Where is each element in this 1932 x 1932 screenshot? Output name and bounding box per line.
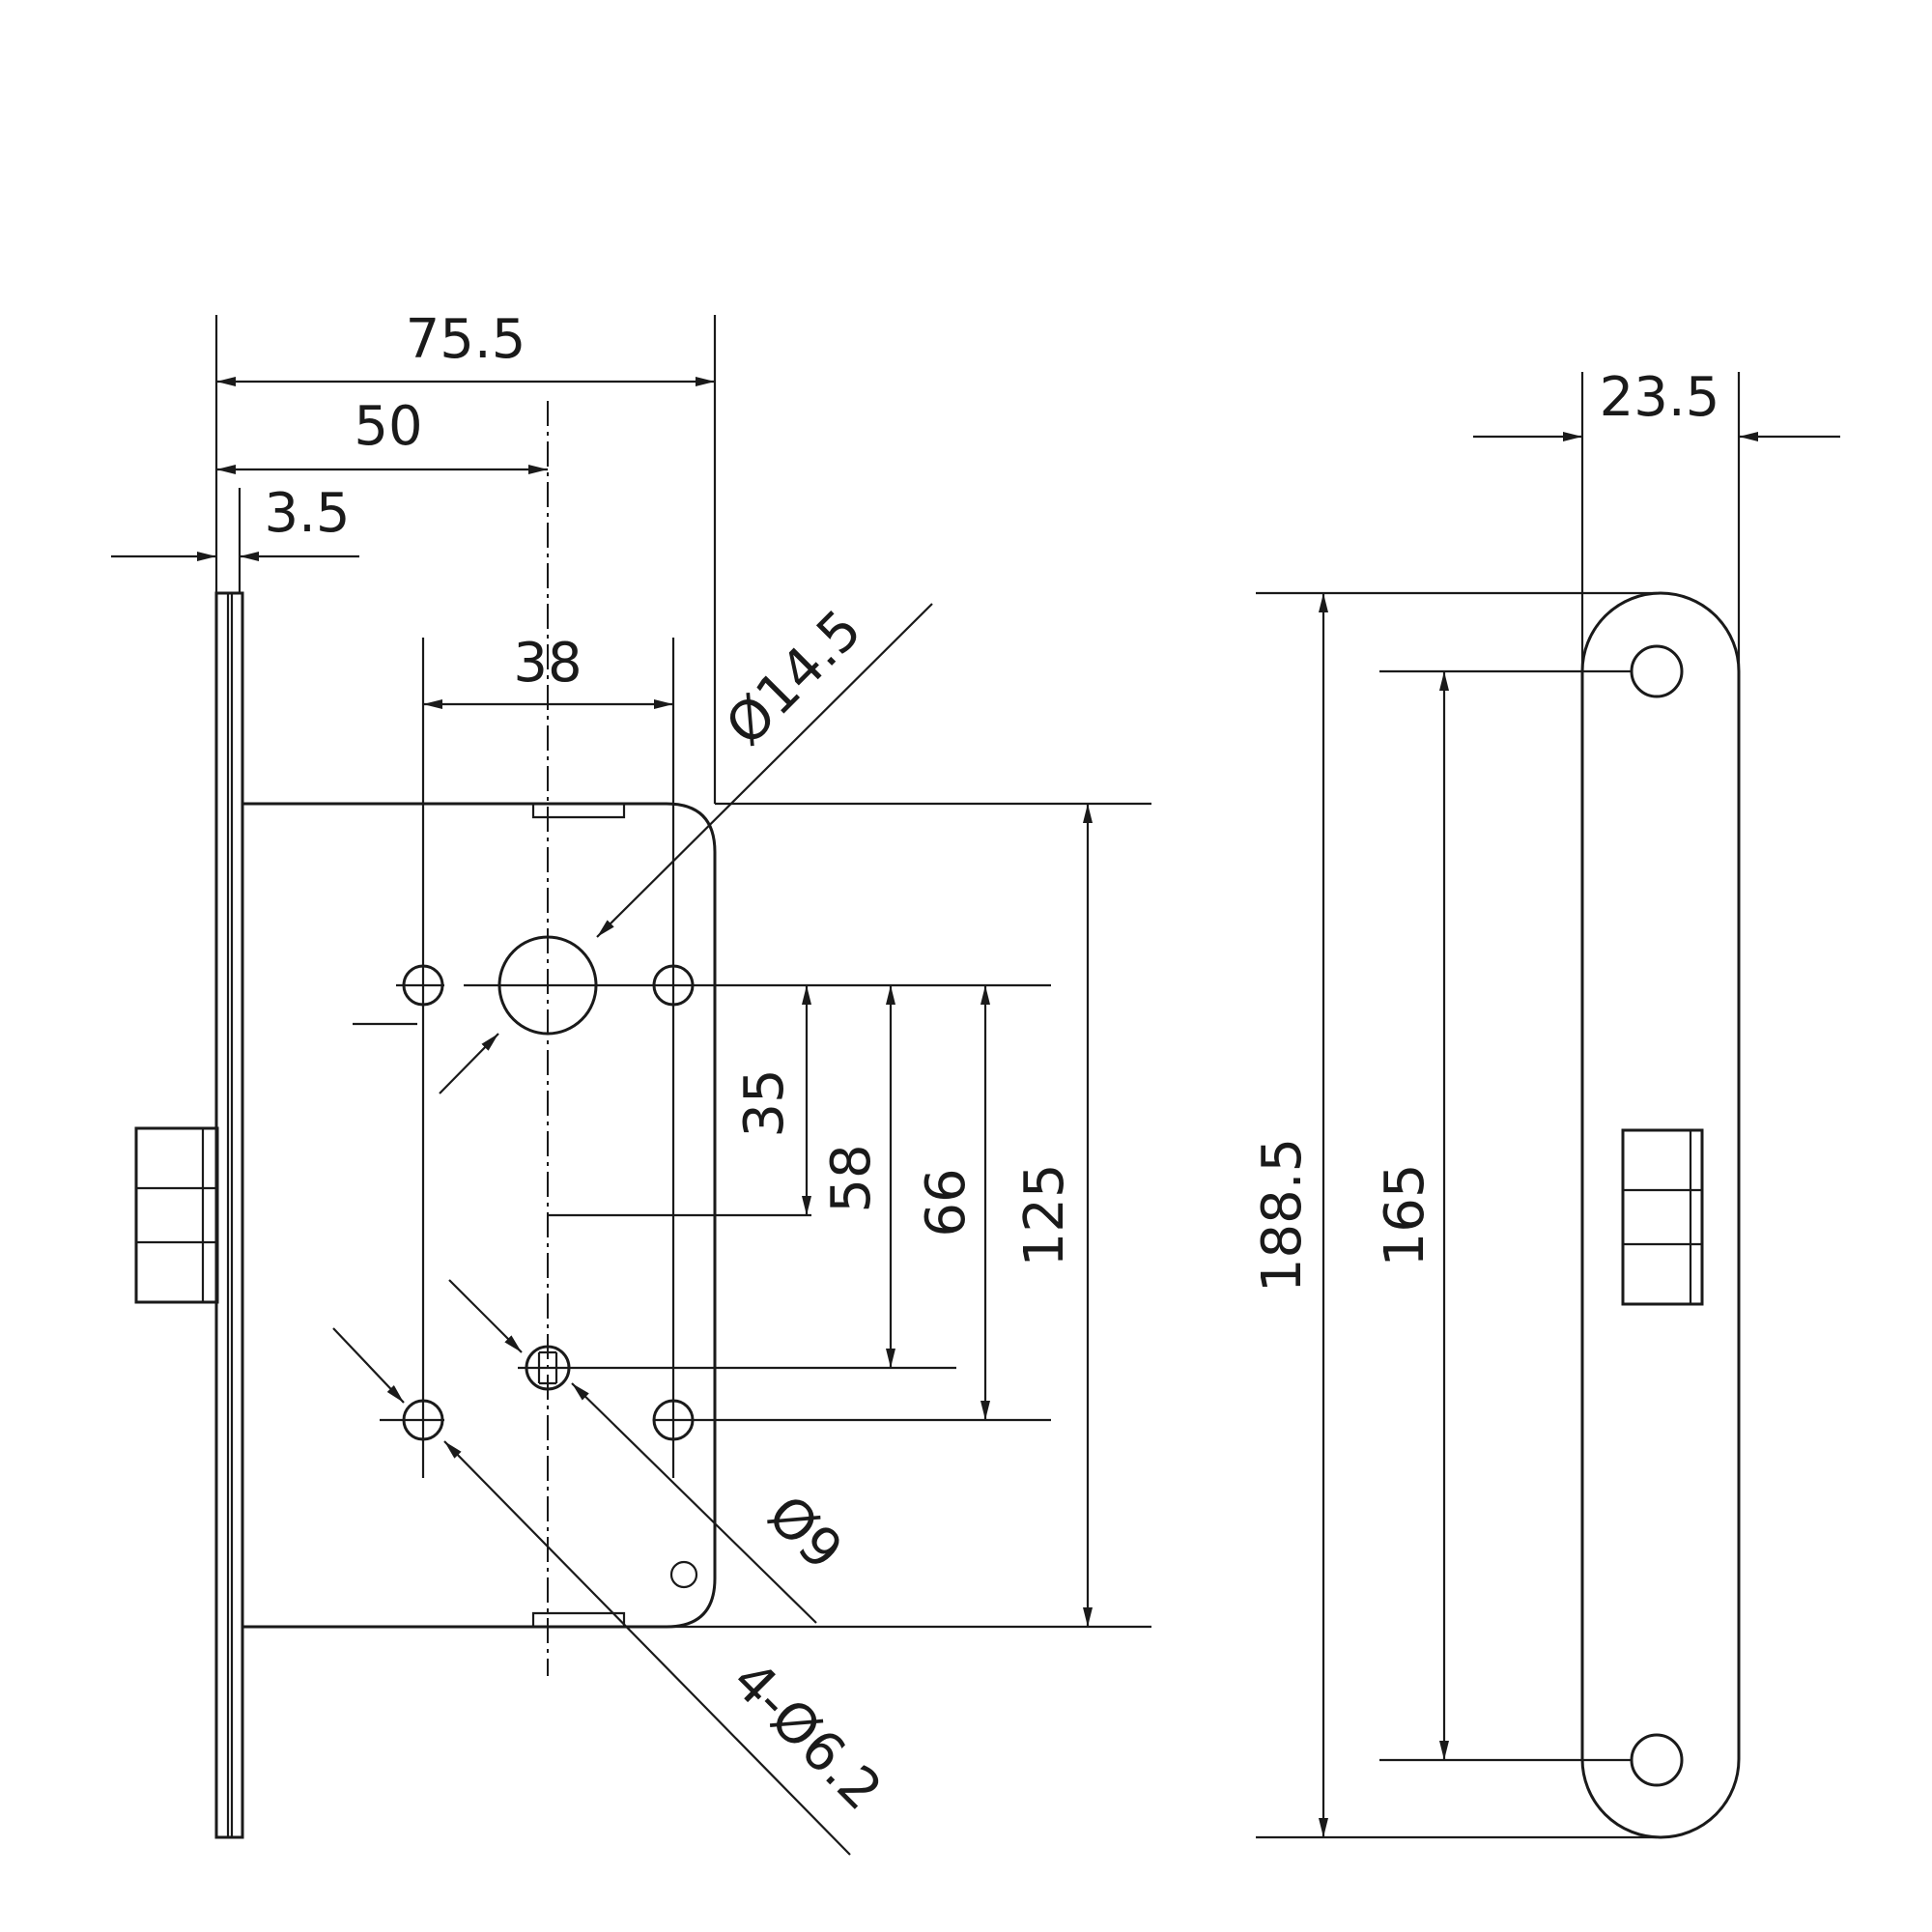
dim-overall-width: 75.5: [406, 308, 526, 371]
front-view: 75.5 50 3.5 38 Ø14.5 Ø9 4-Ø6.2 35 58 66: [111, 308, 1151, 1856]
dim-cylinder-hole: Ø9: [755, 1484, 854, 1582]
dim-fixing-holes: 4-Ø6.2: [720, 1649, 894, 1823]
dim-faceplate-height: 188.5: [1251, 1138, 1314, 1293]
dim-58: 58: [820, 1144, 883, 1212]
latch-bolt: [134, 1126, 219, 1304]
screw-hole-bottom: [1630, 1733, 1684, 1787]
dim-faceplate-thickness: 3.5: [264, 482, 350, 545]
bottom-tab: [531, 1611, 626, 1627]
latch-opening: [1621, 1128, 1704, 1306]
top-tab: [531, 804, 626, 819]
dim-66: 66: [915, 1168, 978, 1236]
screw-hole-top: [1630, 644, 1684, 698]
small-hole: [669, 1560, 698, 1589]
dim-faceplate-width: 23.5: [1600, 366, 1720, 429]
faceplate: [1580, 591, 1741, 1839]
dim-35: 35: [733, 1068, 796, 1137]
dim-screw-spacing: 165: [1374, 1164, 1436, 1267]
dim-backset: 50: [354, 395, 422, 458]
faceplate-edge: [214, 591, 244, 1839]
dim-follower-hole: Ø14.5: [714, 598, 873, 757]
side-view: 23.5 188.5 165: [1251, 366, 1840, 1839]
dim-125: 125: [1013, 1164, 1076, 1267]
dim-fixing-hole-spacing: 38: [513, 632, 582, 695]
